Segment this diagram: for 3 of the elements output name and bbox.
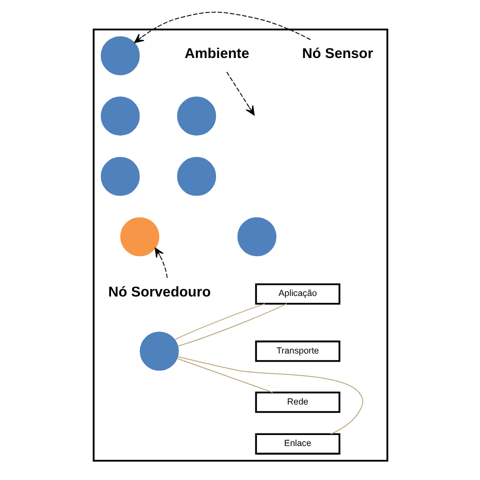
node-text: Ambiente <box>184 46 249 62</box>
node-text: Nó Sorvedouro <box>108 284 210 300</box>
node-text: Nó Sensor <box>302 46 373 62</box>
